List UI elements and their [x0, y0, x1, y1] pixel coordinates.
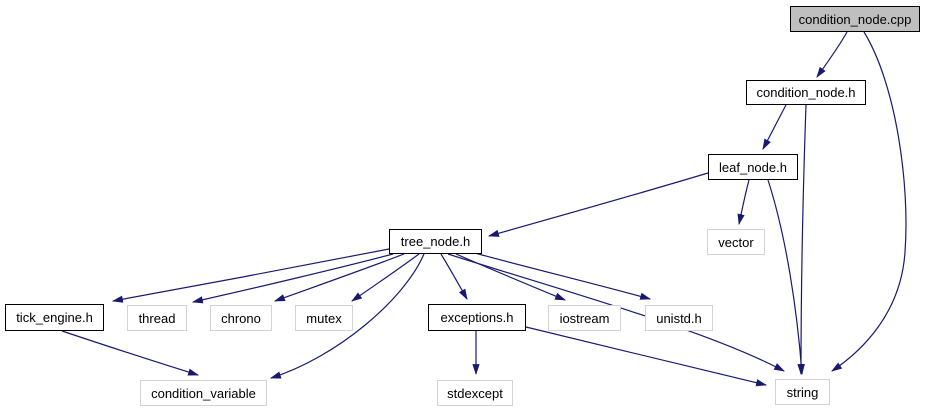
edge-condition_node_cpp-to-string: [831, 31, 907, 372]
graph-node-tree_node_h[interactable]: tree_node.h: [389, 229, 482, 254]
edge-tree_node_h-to-unistd_h: [470, 251, 652, 300]
edge-condition_node_cpp-to-condition_node_h: [816, 31, 848, 78]
graph-node-exceptions_h[interactable]: exceptions.h: [428, 304, 526, 331]
graph-node-iostream: iostream: [548, 305, 621, 331]
graph-node-tick_engine_h[interactable]: tick_engine.h: [5, 304, 104, 331]
edge-tick_engine_h-to-condition_variable: [61, 330, 200, 376]
edge-condition_node_h-to-string: [797, 104, 807, 376]
edge-exceptions_h-to-string: [525, 326, 768, 387]
graph-node-condition_variable: condition_variable: [140, 380, 267, 406]
graph-node-string: string: [775, 379, 830, 405]
edge-tree_node_h-to-exceptions_h: [440, 253, 468, 300]
edge-tree_node_h-to-iostream: [455, 253, 567, 301]
graph-node-vector: vector: [707, 229, 765, 255]
edge-condition_node_h-to-leaf_node_h: [762, 104, 787, 150]
edge-tree_node_h-to-chrono: [273, 253, 405, 302]
edge-leaf_node_h-to-string: [767, 179, 805, 376]
edge-tree_node_h-to-mutex: [351, 253, 420, 302]
edge-tree_node_h-to-string: [447, 253, 785, 372]
graph-node-condition_node_h[interactable]: condition_node.h: [746, 80, 866, 105]
graph-node-chrono: chrono: [210, 305, 272, 331]
edge-tree_node_h-to-tick_engine_h: [111, 248, 390, 303]
edge-tree_node_h-to-thread: [191, 253, 394, 304]
graph-node-stdexcept: stdexcept: [437, 380, 513, 406]
edge-leaf_node_h-to-vector: [737, 179, 750, 226]
edge-tree_node_h-to-condition_variable: [269, 253, 425, 379]
graph-node-mutex: mutex: [295, 305, 353, 331]
graph-node-thread: thread: [127, 305, 187, 331]
graph-node-leaf_node_h[interactable]: leaf_node.h: [708, 154, 798, 180]
edge-leaf_node_h-to-tree_node_h: [487, 172, 709, 237]
graph-node-condition_node_cpp: condition_node.cpp: [790, 6, 920, 32]
graph-node-unistd_h: unistd.h: [645, 305, 713, 331]
